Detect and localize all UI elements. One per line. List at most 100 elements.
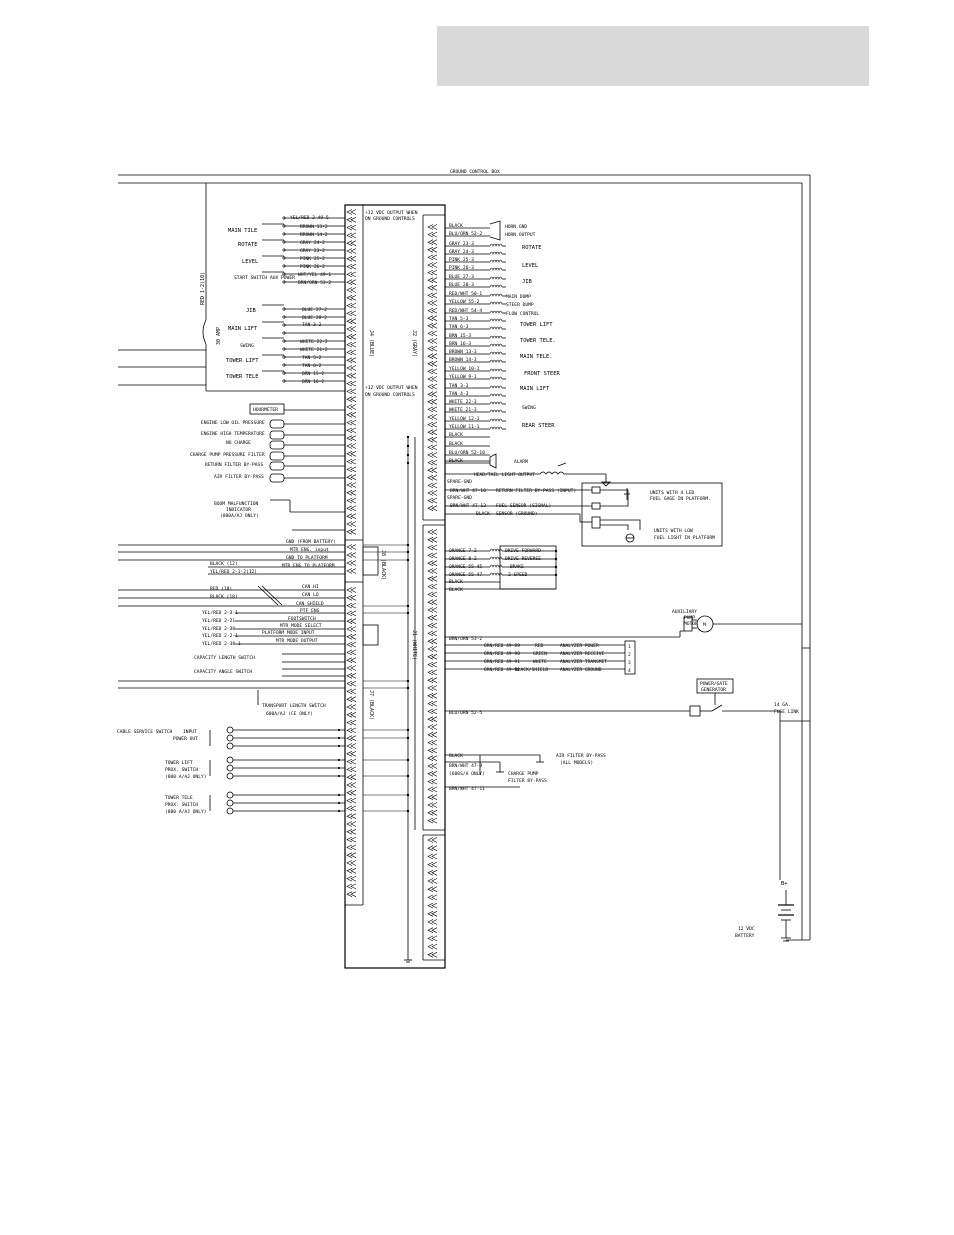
pin-mark — [350, 560, 357, 566]
pin-mark — [427, 353, 434, 359]
pin-mark — [431, 817, 438, 824]
pin-mark — [427, 247, 434, 253]
pin-mark — [350, 482, 357, 488]
pin-mark — [346, 852, 353, 858]
an-label-4: ANALYZER GROUND — [560, 667, 602, 673]
an-label-2: ANALYZER RECEIVE — [560, 651, 604, 657]
pin-mark — [431, 475, 438, 481]
pin-mark — [427, 607, 434, 613]
pin-mark — [427, 638, 434, 644]
pin-mark — [346, 544, 353, 550]
pin-mark — [350, 466, 357, 473]
pin-mark — [427, 383, 434, 390]
drive-coil — [489, 556, 503, 560]
wire-terminal — [282, 232, 286, 236]
pin-mark — [346, 735, 353, 741]
solenoid-coil — [489, 401, 503, 405]
pin-mark — [350, 797, 357, 804]
pin-mark — [346, 497, 353, 504]
fuel-area: SPARE-GND BRN/WHT 47-10 RETURN FILTER BY… — [445, 453, 723, 547]
pin-mark — [350, 790, 357, 796]
pin-mark — [350, 704, 357, 710]
pin-mark — [346, 529, 353, 535]
j2-wire-label: YELLOW 10-1 — [449, 366, 480, 372]
pin-mark — [350, 302, 357, 309]
pin-mark — [350, 427, 357, 434]
brn-wht-47-9: BRN/WHT 47-9 — [449, 763, 482, 769]
pin-mark — [431, 353, 438, 359]
pin-mark — [346, 844, 353, 851]
pin-mark — [350, 891, 357, 897]
tower-tele-prox-2: PROX. SWITCH — [165, 802, 198, 808]
pin-mark — [427, 482, 434, 489]
sender-switch — [269, 440, 285, 450]
pin-mark — [346, 883, 353, 890]
pin-mark — [427, 708, 434, 715]
pin-mark — [346, 641, 353, 648]
switch-pin — [226, 726, 234, 734]
pin-mark — [346, 412, 353, 418]
pin-mark — [427, 330, 434, 337]
j2-wire-label: BLUE 28-3 — [449, 282, 474, 288]
pin-mark — [350, 349, 357, 356]
pin-mark — [431, 599, 438, 605]
pin-mark — [346, 388, 353, 395]
rf-main-dump: MAIN DUMP — [506, 294, 531, 300]
solenoid-coil — [489, 368, 503, 372]
pin-mark — [350, 821, 357, 827]
pin-mark — [431, 763, 438, 769]
pin-mark — [346, 248, 353, 254]
w-tan-6-2: TAN 6-2 — [302, 363, 322, 369]
pin-mark — [350, 719, 357, 726]
w-blue-27-2: BLUE 27-2 — [302, 307, 327, 313]
transport-2: 600A/AJ (CE ONLY) — [266, 711, 313, 717]
pin-mark — [350, 813, 357, 819]
pin-mark — [346, 673, 353, 679]
pin-mark — [427, 732, 434, 738]
pin-mark — [346, 634, 353, 640]
pin-mark — [427, 437, 434, 443]
pin-mark — [431, 497, 438, 504]
pin-mark — [346, 727, 353, 734]
pin-mark — [431, 607, 438, 613]
pin-mark — [350, 758, 357, 765]
pin-mark — [427, 576, 434, 582]
pin-mark — [427, 778, 434, 785]
pin-mark — [350, 860, 357, 866]
pin-mark — [431, 927, 438, 933]
pin-mark — [431, 693, 438, 699]
pin-mark — [346, 568, 353, 574]
switch-pin — [226, 791, 234, 799]
pin-mark — [346, 704, 353, 710]
solenoid-coil — [489, 284, 503, 288]
pin-mark — [350, 521, 357, 527]
pin-mark — [350, 680, 357, 687]
w-pink-26-2: PINK 26-2 — [300, 264, 325, 270]
pin-mark — [427, 661, 434, 668]
an-color-2: GREEN — [533, 651, 547, 657]
pin-mark — [346, 805, 353, 812]
j4-top-note-2: ON GROUND CONTROLS — [365, 216, 415, 222]
an-label-1: ANALYZER POWER — [560, 643, 599, 649]
pin-mark — [350, 852, 357, 858]
pin-mark — [427, 414, 434, 420]
pin-mark — [427, 902, 434, 909]
wire-terminal — [282, 379, 286, 383]
j4-top-note-1: +12 VDC OUTPUT WHEN — [365, 210, 418, 216]
j2-wire-label: BROWN 13-3 — [449, 349, 477, 355]
j2-wire-label: YELLOW 9-1 — [449, 374, 477, 380]
wire-terminal — [282, 339, 286, 343]
pin-mark — [427, 755, 434, 761]
pin-mark — [350, 326, 357, 332]
j7-can-shield: CAN SHIELD — [296, 601, 324, 607]
switch-node — [337, 736, 341, 740]
pin-mark — [427, 429, 434, 435]
pin-mark — [427, 817, 434, 824]
pin-mark — [350, 618, 357, 624]
pin-mark — [431, 654, 438, 660]
pin-mark — [431, 708, 438, 715]
solenoid-coil — [489, 385, 503, 389]
pin-mark — [350, 634, 357, 640]
switch-pin — [226, 742, 234, 750]
